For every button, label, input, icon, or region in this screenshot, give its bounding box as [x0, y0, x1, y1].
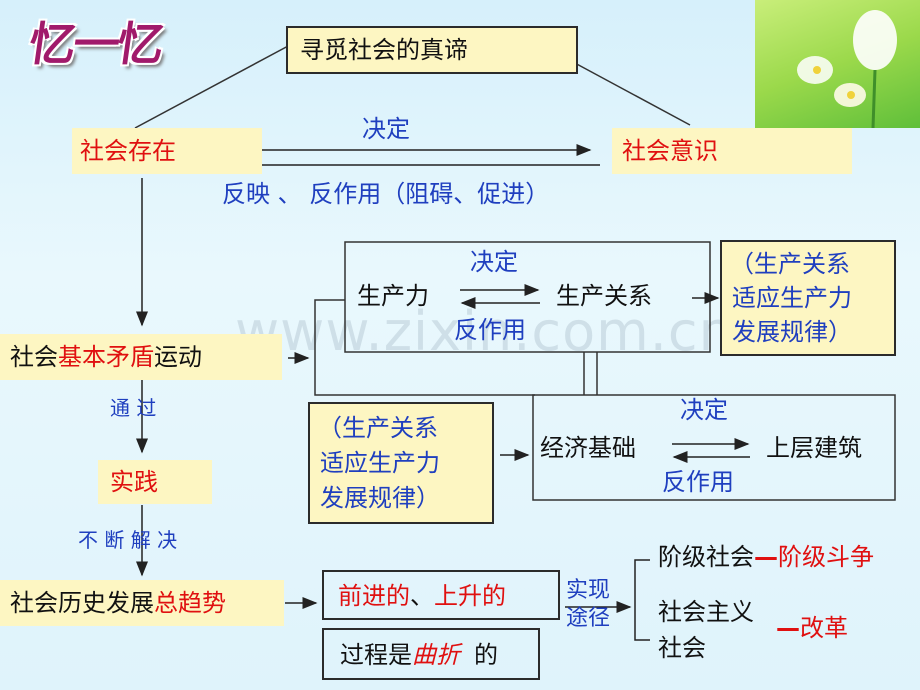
reflects-label: 反映 、 反作用（阻碍、促进）	[222, 180, 550, 208]
reform-dash: —	[776, 614, 800, 642]
social-existence-box: 社会存在	[72, 128, 262, 174]
rule-right-line2: 适应生产力	[732, 284, 852, 312]
social-existence-label: 社会存在	[80, 137, 176, 165]
rule-right-line1: （生产关系	[730, 250, 850, 278]
trend-key: 总趋势	[154, 589, 226, 617]
process-post: 的	[474, 641, 498, 669]
movement-pre: 社会	[10, 343, 58, 371]
practice-box: 实践	[98, 460, 212, 504]
superstructure-label: 上层建筑	[766, 434, 862, 462]
reform-label: 改革	[800, 614, 848, 642]
reform-row: —改革	[776, 616, 848, 640]
class-society-label: 阶级社会	[658, 543, 754, 571]
forward-sep: 、	[410, 582, 434, 610]
movement-post: 运动	[154, 343, 202, 371]
movement-label: 社会基本矛盾运动	[10, 345, 202, 369]
forward-a: 前进的	[338, 582, 410, 610]
forward-box: 前进的、上升的	[322, 570, 560, 620]
solve-label: 不 断 解 决	[78, 528, 178, 552]
socialist-label-1: 社会主义	[658, 598, 754, 626]
trend-pre: 社会历史发展	[10, 589, 154, 617]
class-society-dash: —	[754, 543, 778, 571]
decides-label: 决定	[362, 115, 410, 143]
rule-box-right: （生产关系 适应生产力 发展规律）	[720, 240, 896, 356]
rule-left-line2: 适应生产力	[320, 449, 440, 477]
trend-label: 社会历史发展总趋势	[10, 591, 226, 615]
rule-left-line3: 发展规律）	[320, 484, 440, 512]
social-consciousness-label: 社会意识	[622, 137, 718, 165]
process-label: 过程是曲折的	[340, 643, 498, 667]
movement-key: 基本矛盾	[58, 343, 154, 371]
process-pre: 过程是	[340, 641, 412, 669]
forward-b: 上升的	[434, 582, 506, 610]
production-relations-label: 生产关系	[556, 282, 652, 310]
rule-left-line1: （生产关系	[318, 414, 438, 442]
movement-box: 社会基本矛盾运动	[0, 334, 282, 380]
path-label-1: 实现	[566, 578, 611, 603]
path-label-2: 途径	[566, 606, 611, 631]
trend-box: 社会历史发展总趋势	[0, 580, 284, 626]
process-box: 过程是曲折的	[322, 628, 540, 680]
practice-label: 实践	[110, 468, 158, 496]
forward-label: 前进的、上升的	[338, 584, 506, 608]
flower-image	[755, 0, 920, 129]
productivity-reacts: 反作用	[454, 316, 526, 344]
economic-base-label: 经济基础	[540, 434, 636, 462]
class-struggle-label: 阶级斗争	[778, 543, 874, 571]
class-society-row: 阶级社会—阶级斗争	[658, 545, 874, 569]
via-label: 通 过	[110, 396, 157, 420]
top-box-label: 寻觅社会的真谛	[300, 36, 468, 64]
social-consciousness-box: 社会意识	[612, 128, 852, 174]
productivity-label: 生产力	[357, 282, 429, 310]
base-decides: 决定	[680, 396, 728, 424]
socialist-label-2: 社会	[658, 634, 706, 662]
productivity-decides: 决定	[470, 248, 518, 276]
flower-drawing	[797, 10, 897, 129]
process-key: 曲折	[412, 641, 460, 669]
rule-box-left: （生产关系 适应生产力 发展规律）	[308, 402, 494, 524]
rule-right-line3: 发展规律）	[732, 318, 852, 346]
top-box: 寻觅社会的真谛	[286, 26, 578, 74]
base-reacts: 反作用	[662, 468, 734, 496]
